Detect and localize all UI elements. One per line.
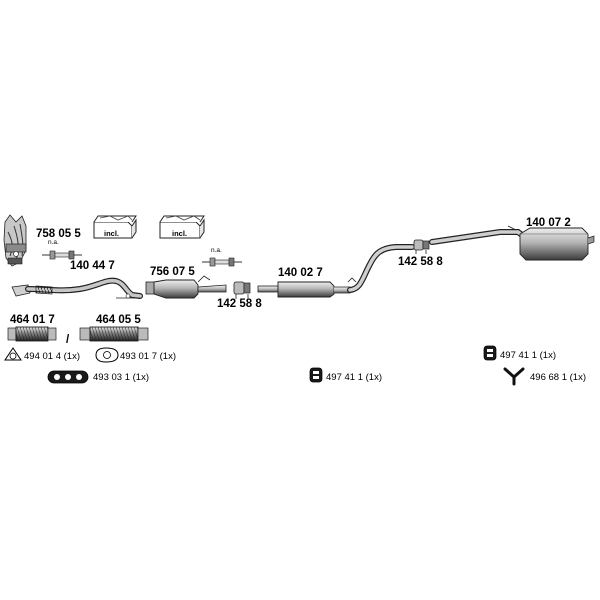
part-number-converter: 756 07 5 (150, 266, 195, 278)
part-number-flex-b: 464 05 5 (96, 314, 141, 326)
separator-slash: / (66, 334, 70, 346)
accessory-hanger-centre: 497 41 1 (1x) (326, 372, 382, 383)
included-kit-box-icon (159, 215, 205, 239)
na-label-right: n.a. (211, 247, 222, 254)
part-number-flex-a: 464 01 7 (10, 314, 55, 326)
accessory-rubber-ring: 493 03 1 (1x) (93, 372, 149, 383)
accessory-flange-oval: 493 01 7 (1x) (120, 351, 176, 362)
clamp-icon (413, 239, 430, 254)
flex-pipe-icon (79, 326, 149, 342)
incl-label-right: incl. (172, 229, 187, 238)
centre-silencer-icon (257, 244, 415, 298)
flex-pipe-icon (7, 326, 57, 342)
y-hanger-icon (503, 367, 525, 386)
rubber-hanger-icon (483, 345, 497, 361)
part-number-manifold: 758 05 5 (36, 228, 81, 240)
na-label-left: n.a. (48, 239, 59, 246)
part-number-gasket-right: 142 58 8 (398, 256, 443, 268)
catalytic-converter-icon (145, 275, 227, 299)
rubber-hanger-icon (309, 367, 323, 383)
oxygen-sensor-icon (202, 257, 242, 267)
rubber-mounting-ring-icon (47, 370, 89, 384)
oval-flange-gasket-icon (95, 347, 119, 363)
accessory-hanger-right: 497 41 1 (1x) (500, 350, 556, 361)
accessory-y-hanger: 496 68 1 (1x) (530, 372, 586, 383)
front-pipe-icon (11, 277, 143, 299)
oxygen-sensor-icon (42, 250, 82, 260)
rear-silencer-icon (429, 225, 595, 261)
part-number-gasket-middle: 142 58 8 (217, 298, 262, 310)
part-number-centre-silencer: 140 02 7 (278, 267, 323, 279)
part-number-front-pipe: 140 44 7 (70, 260, 115, 272)
incl-label-left: incl. (104, 229, 119, 238)
accessory-flange-tri: 494 01 4 (1x) (24, 351, 80, 362)
included-kit-box-icon (93, 215, 137, 239)
clamp-icon (233, 281, 251, 299)
exhaust-manifold-icon (3, 214, 27, 267)
triangle-flange-gasket-icon (4, 347, 22, 361)
part-number-rear-silencer: 140 07 2 (526, 217, 571, 229)
